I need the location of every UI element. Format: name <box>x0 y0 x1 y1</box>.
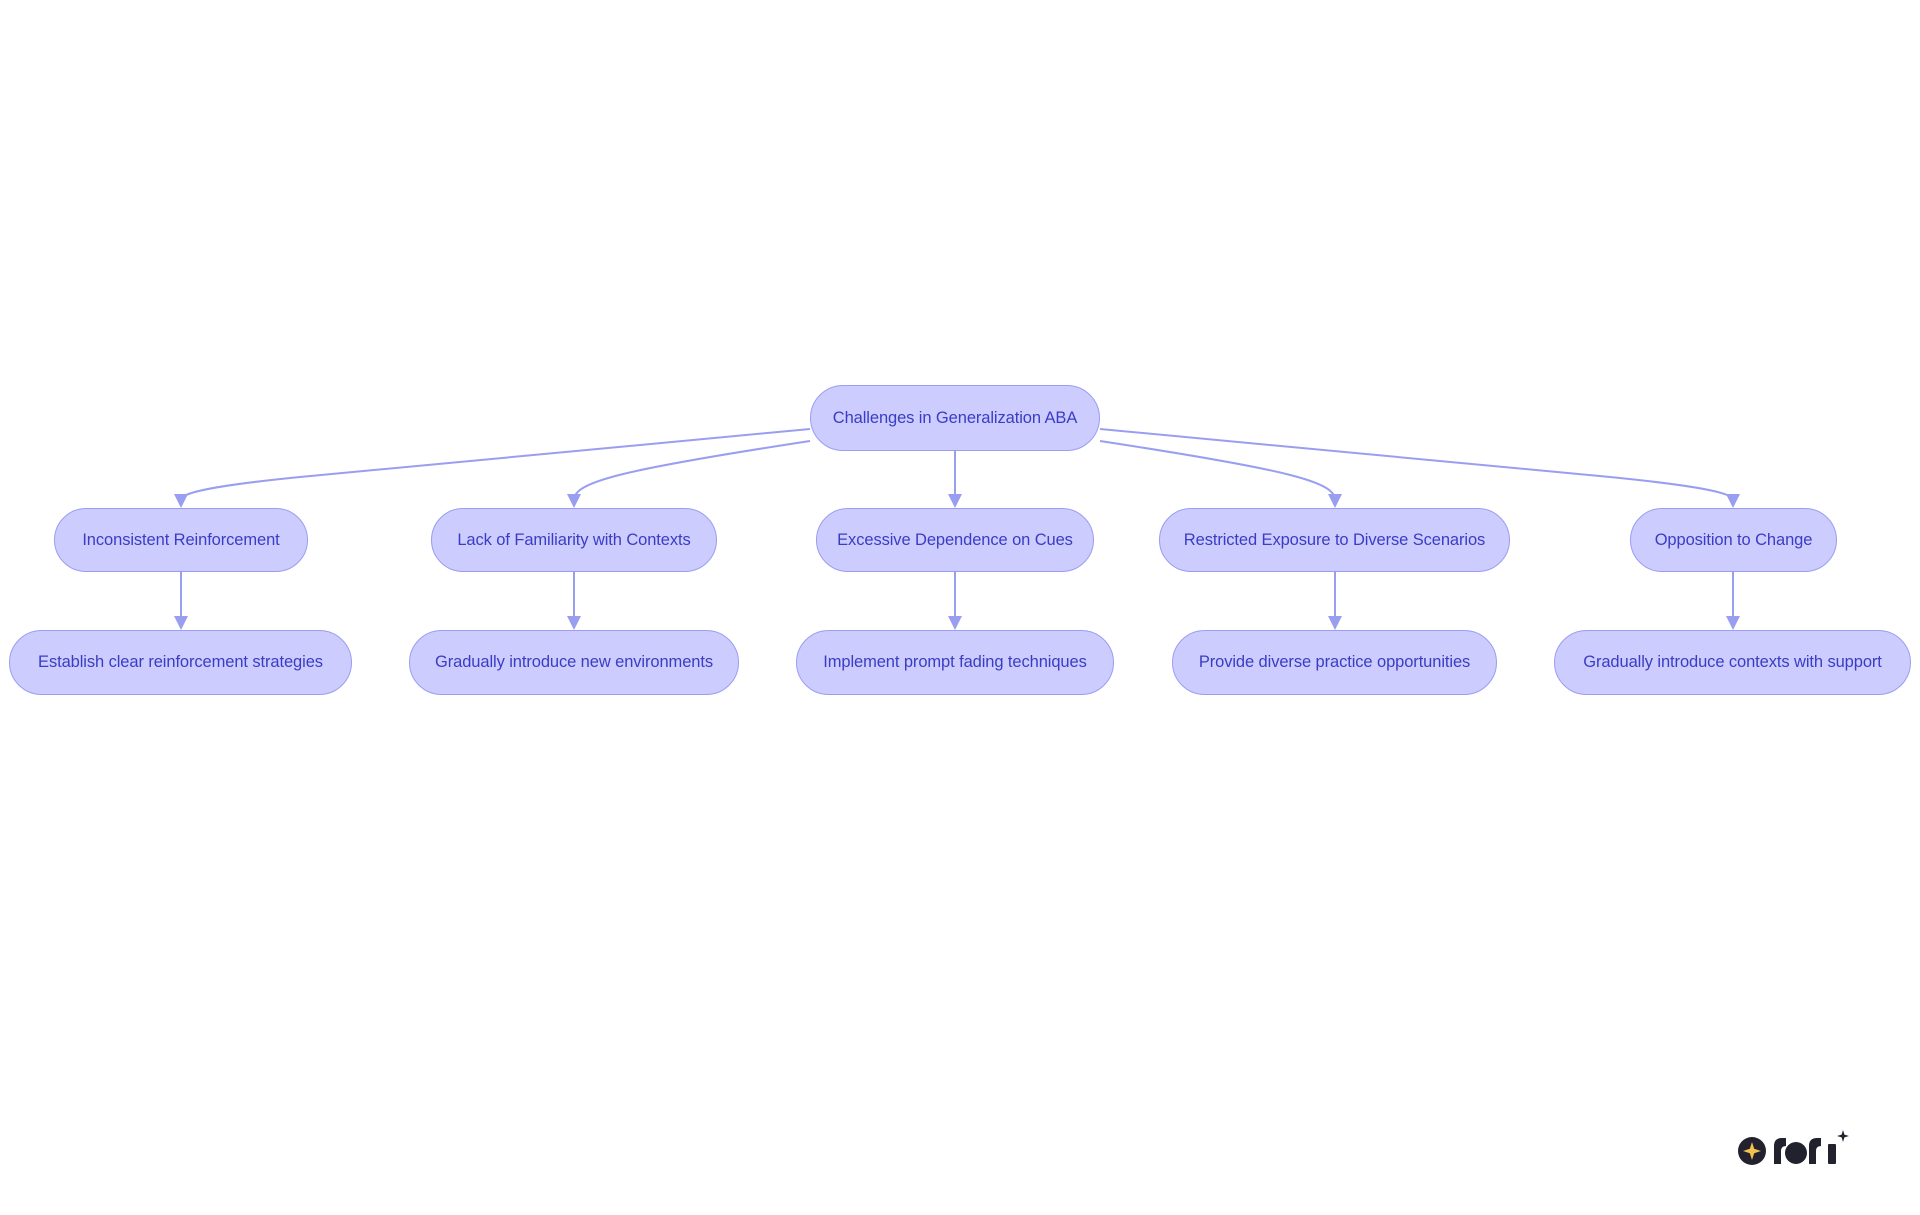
solution-node-prompt-fading: Implement prompt fading techniques <box>796 630 1114 695</box>
solution-node-diverse-practice: Provide diverse practice opportunities <box>1172 630 1497 695</box>
root-node: Challenges in Generalization ABA <box>810 385 1100 451</box>
edge-root-challenge-3 <box>1099 440 1336 501</box>
arrowhead-icon <box>1726 616 1740 630</box>
arrowhead-icon <box>1328 616 1342 630</box>
arrowhead-icon <box>567 616 581 630</box>
challenge-node-restricted-exposure: Restricted Exposure to Diverse Scenarios <box>1159 508 1510 572</box>
arrowhead-icon <box>1328 494 1342 508</box>
arrowhead-icon <box>567 494 581 508</box>
arrowhead-icon <box>948 616 962 630</box>
arrowhead-icon <box>1726 494 1740 508</box>
solution-node-establish-reinforcement: Establish clear reinforcement strategies <box>9 630 352 695</box>
arrowhead-icon <box>174 494 188 508</box>
edge-root-challenge-0 <box>180 428 811 501</box>
arrowhead-icon <box>948 494 962 508</box>
edge-root-challenge-1 <box>573 440 811 501</box>
edge-root-challenge-4 <box>1099 428 1734 501</box>
solution-node-introduce-environments: Gradually introduce new environments <box>409 630 739 695</box>
arrowhead-icon <box>174 616 188 630</box>
solution-node-contexts-with-support: Gradually introduce contexts with suppor… <box>1554 630 1911 695</box>
challenge-node-inconsistent-reinforcement: Inconsistent Reinforcement <box>54 508 308 572</box>
challenge-node-lack-of-familiarity: Lack of Familiarity with Contexts <box>431 508 717 572</box>
challenge-node-opposition-to-change: Opposition to Change <box>1630 508 1837 572</box>
challenge-node-excessive-dependence: Excessive Dependence on Cues <box>816 508 1094 572</box>
rori-logo-icon <box>1738 1130 1849 1165</box>
